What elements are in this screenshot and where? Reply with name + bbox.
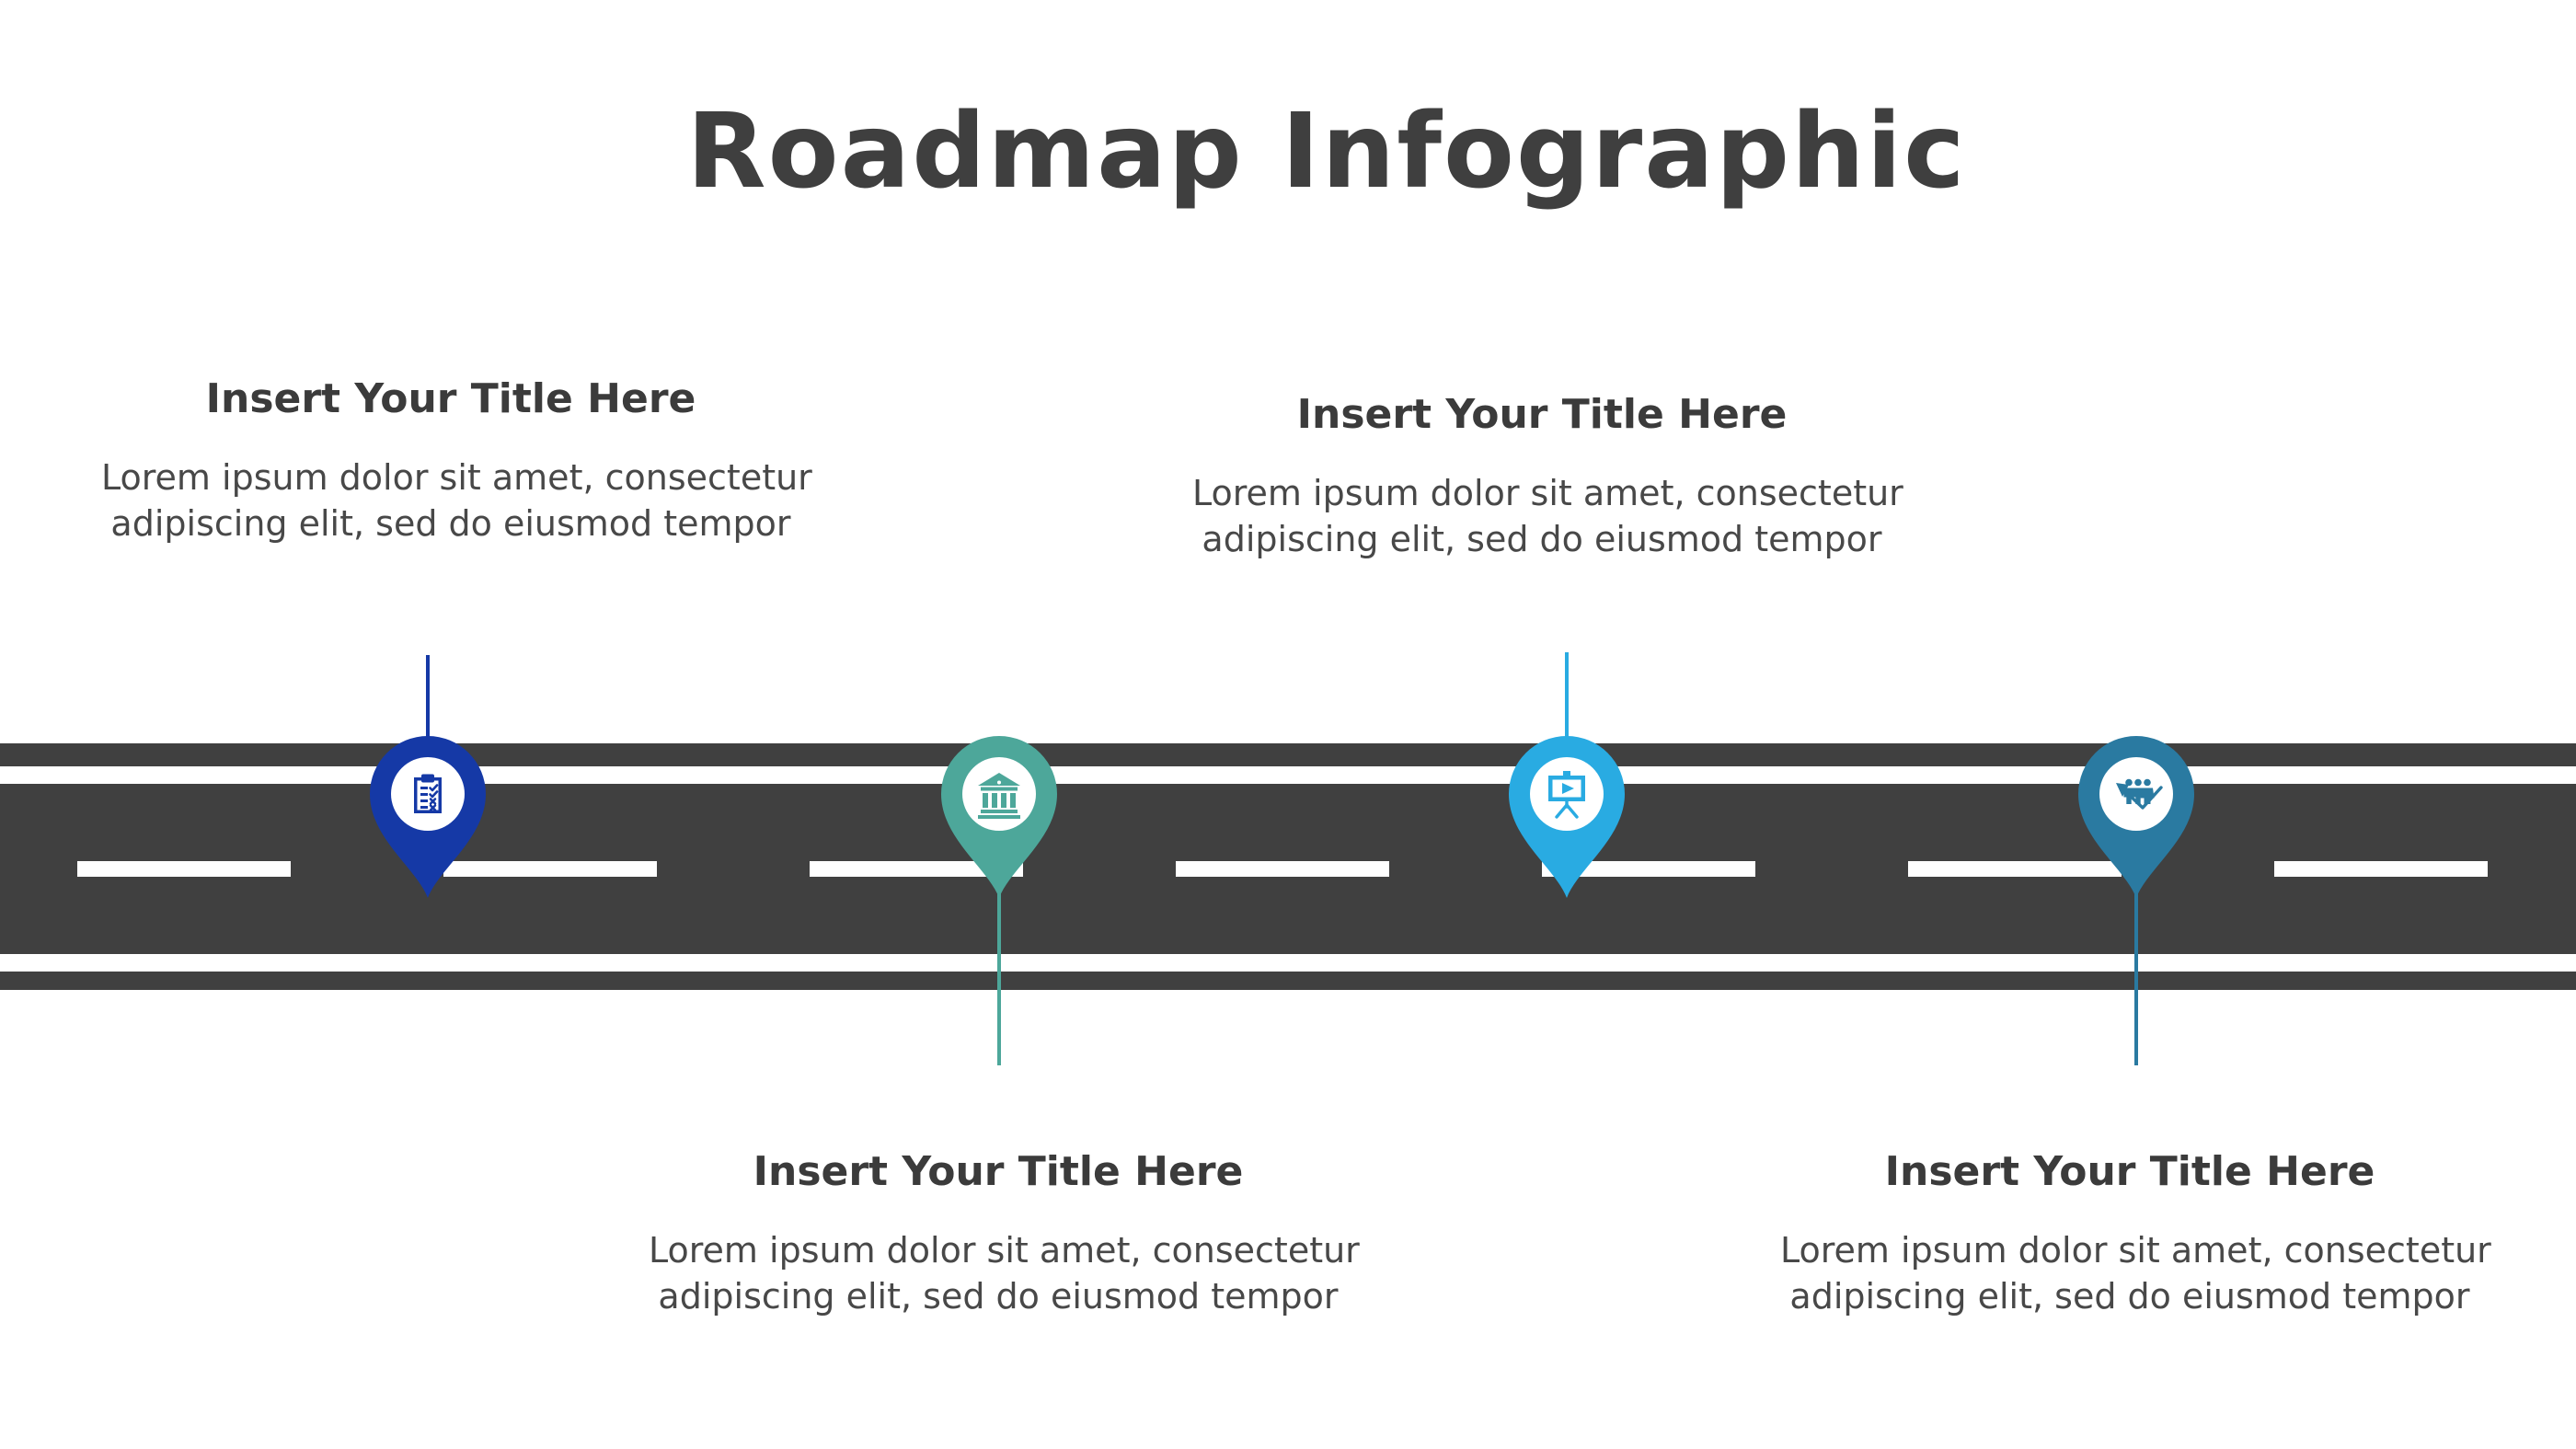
presentation-play-icon	[1548, 771, 1585, 801]
pin-inner-circle	[962, 757, 1036, 831]
page-title: Roadmap Infographic	[686, 92, 1967, 212]
milestone-text-block-1: Insert Your Title Here Lorem ipsum dolor…	[101, 374, 812, 546]
milestone-title: Insert Your Title Here	[205, 375, 696, 422]
connector-line-3	[1565, 652, 1569, 742]
milestone-description: Lorem ipsum dolor sit amet, consectetur …	[101, 457, 812, 544]
milestone-pin-4	[2076, 734, 2196, 904]
pin-inner-circle	[1530, 757, 1604, 831]
milestone-text-block-2: Insert Your Title Here Lorem ipsum dolor…	[649, 1146, 1360, 1319]
growth-arrow-line	[2123, 786, 2163, 810]
road-bottom-shoulder-line	[0, 954, 2576, 972]
road-top-shoulder-line	[0, 766, 2576, 784]
clipboard-checklist-icon	[414, 774, 442, 813]
milestone-description: Lorem ipsum dolor sit amet, consectetur …	[649, 1230, 1360, 1317]
milestone-text-block-4: Insert Your Title Here Lorem ipsum dolor…	[1780, 1146, 2491, 1319]
road-bottom-edge	[0, 972, 2576, 990]
milestone-title: Insert Your Title Here	[1296, 391, 1788, 438]
connector-line-1	[426, 655, 430, 742]
bank-building-icon	[978, 773, 1020, 819]
connector-line-2	[997, 891, 1001, 1065]
milestone-title: Insert Your Title Here	[1884, 1148, 2375, 1195]
milestone-description: Lorem ipsum dolor sit amet, consectetur …	[1780, 1230, 2491, 1317]
milestone-pin-2	[939, 734, 1059, 904]
bank-pediment-dot	[997, 780, 1001, 785]
clipboard-check-marks	[429, 784, 439, 811]
milestone-pin-3	[1507, 734, 1627, 904]
milestone-title: Insert Your Title Here	[753, 1148, 1244, 1195]
presentation-tripod-legs	[1555, 799, 1579, 819]
connector-line-4	[2134, 891, 2138, 1065]
milestone-text-block-3: Insert Your Title Here Lorem ipsum dolor…	[1192, 389, 1903, 562]
milestone-description: Lorem ipsum dolor sit amet, consectetur …	[1192, 473, 1903, 559]
milestone-pin-1	[368, 734, 488, 904]
